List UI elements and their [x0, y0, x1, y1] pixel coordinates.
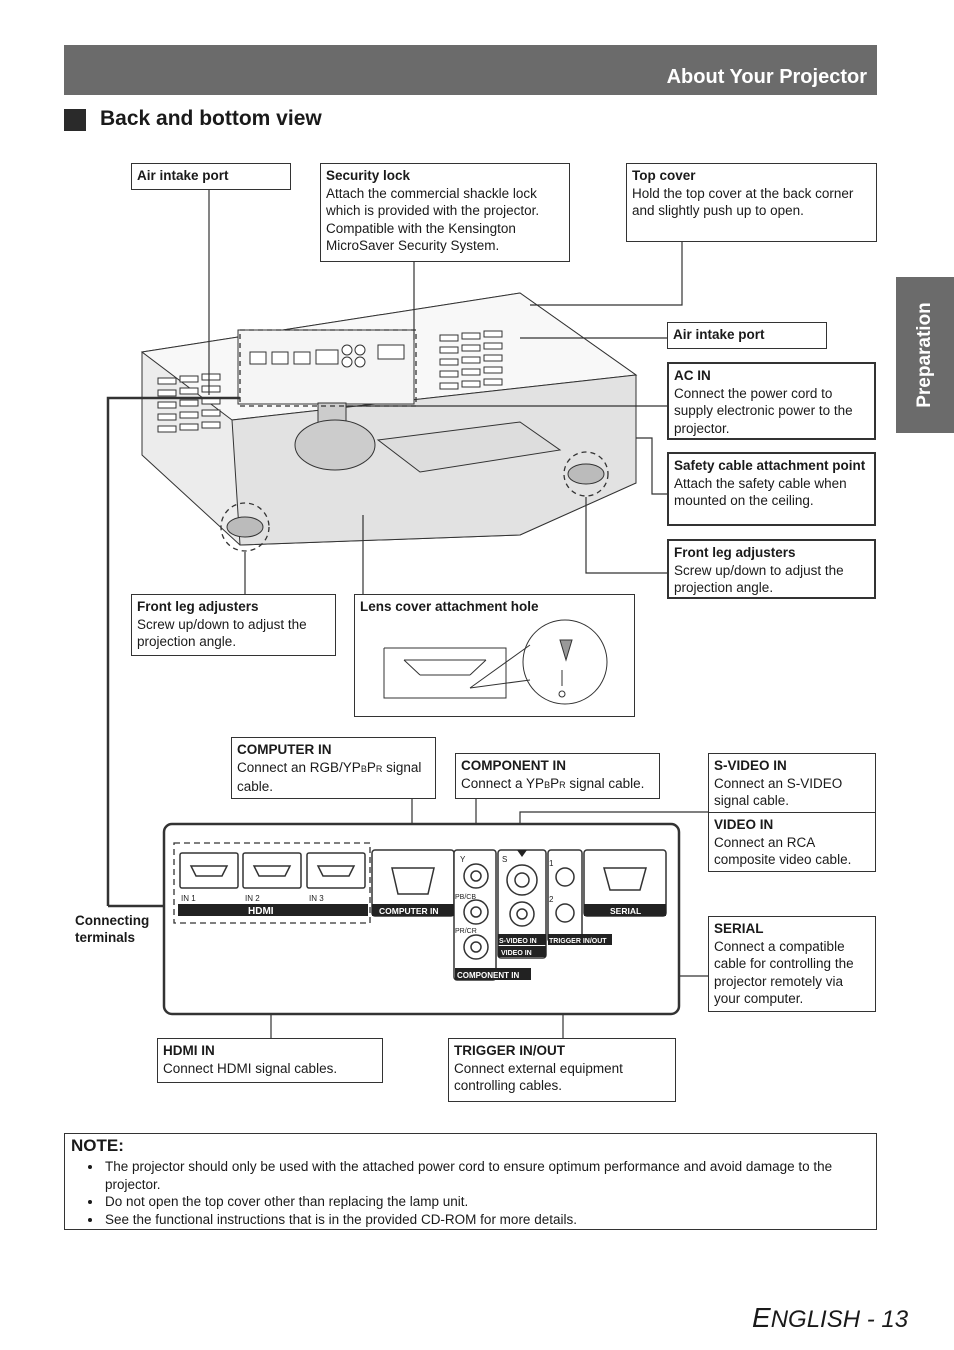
callout-body-p: P — [366, 759, 376, 775]
callout-body: Screw up/down to adjust the projection a… — [674, 562, 844, 596]
note-item: Do not open the top cover other than rep… — [103, 1193, 870, 1211]
callout-title: COMPUTER IN — [237, 742, 332, 757]
subscript-b: B — [544, 779, 551, 790]
pb-label: PB/CB — [455, 894, 476, 901]
trigger-1-label: 1 — [549, 859, 554, 868]
callout-component-in: COMPONENT IN Connect a YPBPR signal cabl… — [455, 753, 660, 799]
hdmi-port-1-label: IN 1 — [181, 894, 196, 903]
callout-title: AC IN — [674, 368, 711, 383]
callout-safety-cable: Safety cable attachment point Attach the… — [667, 452, 876, 526]
callout-hdmi-in: HDMI IN Connect HDMI signal cables. — [157, 1038, 383, 1083]
computer-in-panel-label: COMPUTER IN — [379, 906, 439, 916]
callout-body: Connect an RGB/YP — [237, 759, 361, 775]
section-title: Back and bottom view — [100, 107, 322, 130]
note-list: The projector should only be used with t… — [71, 1158, 870, 1228]
callout-title: Front leg adjusters — [674, 545, 796, 560]
note-item: The projector should only be used with t… — [103, 1158, 870, 1193]
subscript-r: R — [375, 763, 383, 774]
panel-label-bars — [178, 904, 666, 980]
callout-body: Connect an RCA composite video cable. — [714, 834, 852, 868]
callout-title: Air intake port — [673, 327, 765, 342]
footer-text: NGLISH - 13 — [770, 1306, 909, 1333]
s-label: S — [502, 855, 507, 864]
header-title: About Your Projector — [666, 66, 867, 88]
hdmi-logo-text: HDMI — [248, 906, 274, 917]
callout-security-lock: Security lock Attach the commercial shac… — [320, 163, 570, 262]
lens-cover-inset — [383, 619, 608, 705]
terminal-panel: IN 1 IN 2 IN 3 Y PB/CB PR/CR S 1 2 HDMI … — [162, 822, 681, 1016]
callout-body: Connect a compatible cable for controlli… — [714, 938, 854, 1007]
callout-title: SERIAL — [714, 921, 764, 936]
callout-body: Connect a YP — [461, 775, 545, 791]
callout-title: Front leg adjusters — [137, 599, 259, 614]
callout-serial: SERIAL Connect a compatible cable for co… — [708, 916, 876, 1012]
callout-title: VIDEO IN — [714, 817, 774, 832]
side-tab: Preparation — [896, 277, 954, 433]
callout-ac-in: AC IN Connect the power cord to supply e… — [667, 362, 876, 440]
video-panel-label: VIDEO IN — [501, 950, 532, 957]
callout-top-cover: Top cover Hold the top cover at the back… — [626, 163, 877, 242]
callout-body: Attach the commercial shackle lock which… — [326, 185, 540, 254]
callout-front-leg-right: Front leg adjusters Screw up/down to adj… — [667, 539, 876, 599]
hdmi-port-2-label: IN 2 — [245, 894, 260, 903]
callout-body: Hold the top cover at the back corner an… — [632, 185, 854, 219]
callout-trigger: TRIGGER IN/OUT Connect external equipmen… — [448, 1038, 676, 1102]
hdmi-port-3-label: IN 3 — [309, 894, 324, 903]
note-title: NOTE: — [71, 1136, 124, 1155]
pr-label: PR/CR — [455, 928, 477, 935]
callout-title: Safety cable attachment point — [674, 458, 866, 473]
s-video-panel-label: S-VIDEO IN — [499, 938, 537, 945]
callout-title: Security lock — [326, 168, 411, 183]
callout-air-intake-left: Air intake port — [131, 163, 291, 190]
callout-lens-cover: Lens cover attachment hole — [354, 594, 635, 717]
note-item: See the functional instructions that is … — [103, 1211, 870, 1229]
subscript-r: R — [559, 779, 566, 790]
connecting-terminals-label: Connecting terminals — [75, 913, 150, 945]
note-box: NOTE: The projector should only be used … — [64, 1133, 877, 1230]
callout-body: Screw up/down to adjust the projection a… — [137, 616, 307, 650]
highlight-circles — [220, 329, 609, 552]
subscript-b: B — [360, 763, 367, 774]
callout-title: TRIGGER IN/OUT — [454, 1043, 565, 1058]
y-label: Y — [460, 855, 466, 864]
callout-title: S-VIDEO IN — [714, 758, 787, 773]
callout-body-p: P — [550, 775, 560, 791]
callout-title: Lens cover attachment hole — [360, 599, 539, 614]
callout-title: COMPONENT IN — [461, 758, 567, 773]
header-bar: About Your Projector — [64, 45, 877, 95]
callout-body: Connect HDMI signal cables. — [163, 1060, 338, 1076]
callout-body: Attach the safety cable when mounted on … — [674, 475, 847, 509]
callout-title: Air intake port — [137, 168, 229, 183]
trigger-2-label: 2 — [549, 895, 554, 904]
callout-body: Connect the power cord to supply electro… — [674, 385, 853, 436]
section-marker — [64, 109, 86, 131]
callout-air-intake-right: Air intake port — [667, 322, 827, 349]
component-in-panel-label: COMPONENT IN — [457, 971, 519, 980]
projector-illustration — [140, 292, 638, 546]
callout-body: Connect external equipment controlling c… — [454, 1060, 623, 1094]
serial-panel-label: SERIAL — [610, 906, 641, 916]
callout-body: Connect an S-VIDEO signal cable. — [714, 775, 843, 809]
page-footer: ENGLISH - 13 — [752, 1302, 908, 1334]
callout-computer-in: COMPUTER IN Connect an RGB/YPBPR signal … — [231, 737, 436, 799]
callout-title: HDMI IN — [163, 1043, 215, 1058]
callout-title: Top cover — [632, 168, 696, 183]
s-video-arrow-icon — [517, 850, 527, 857]
callout-body-end: signal cable. — [237, 759, 422, 795]
callout-front-leg-left: Front leg adjusters Screw up/down to adj… — [131, 594, 336, 656]
footer-initial: E — [752, 1302, 771, 1333]
callout-s-video-in: S-VIDEO IN Connect an S-VIDEO signal cab… — [708, 753, 876, 813]
callout-body-end: signal cable. — [565, 775, 645, 791]
trigger-panel-label: TRIGGER IN/OUT — [549, 938, 607, 945]
callout-video-in: VIDEO IN Connect an RCA composite video … — [708, 812, 876, 872]
